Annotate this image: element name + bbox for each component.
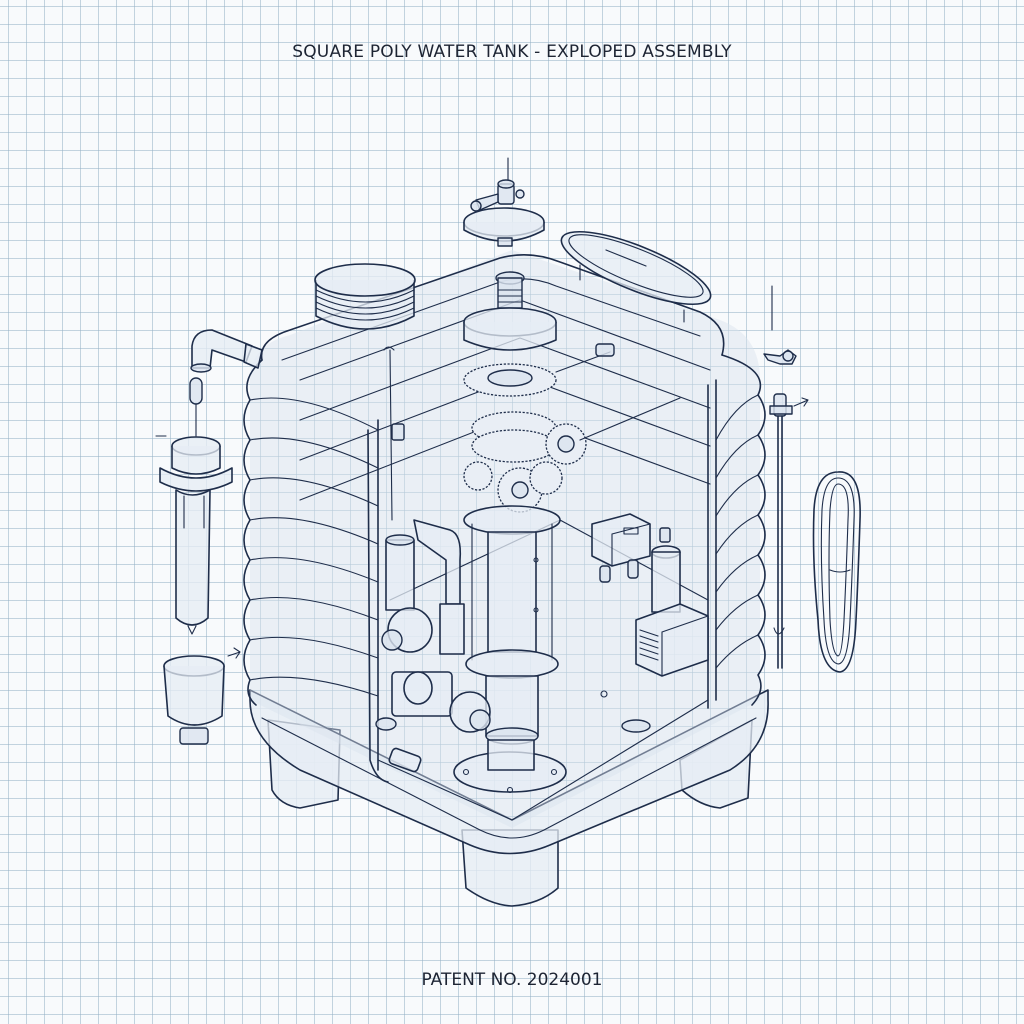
inspection-lid (560, 230, 712, 323)
base-flange (453, 739, 567, 794)
center-column (463, 505, 561, 745)
threaded-cap (314, 263, 416, 330)
top-valve-cap (463, 157, 545, 247)
level-rod (769, 393, 809, 669)
control-unit (591, 513, 651, 583)
float-switch (651, 527, 681, 613)
cable-coil (812, 471, 861, 673)
wing-nut (763, 285, 797, 365)
drawing-title: SQUARE POLY WATER TANK - EXPLOPED ASSEMB… (292, 42, 732, 62)
heater-box (635, 603, 709, 677)
pumps-left (375, 346, 491, 773)
sediment-bowl (163, 647, 241, 745)
inlet-elbow (189, 329, 263, 437)
cartridge-filter (155, 435, 233, 635)
patent-number: PATENT NO. 2024001 (421, 970, 603, 990)
